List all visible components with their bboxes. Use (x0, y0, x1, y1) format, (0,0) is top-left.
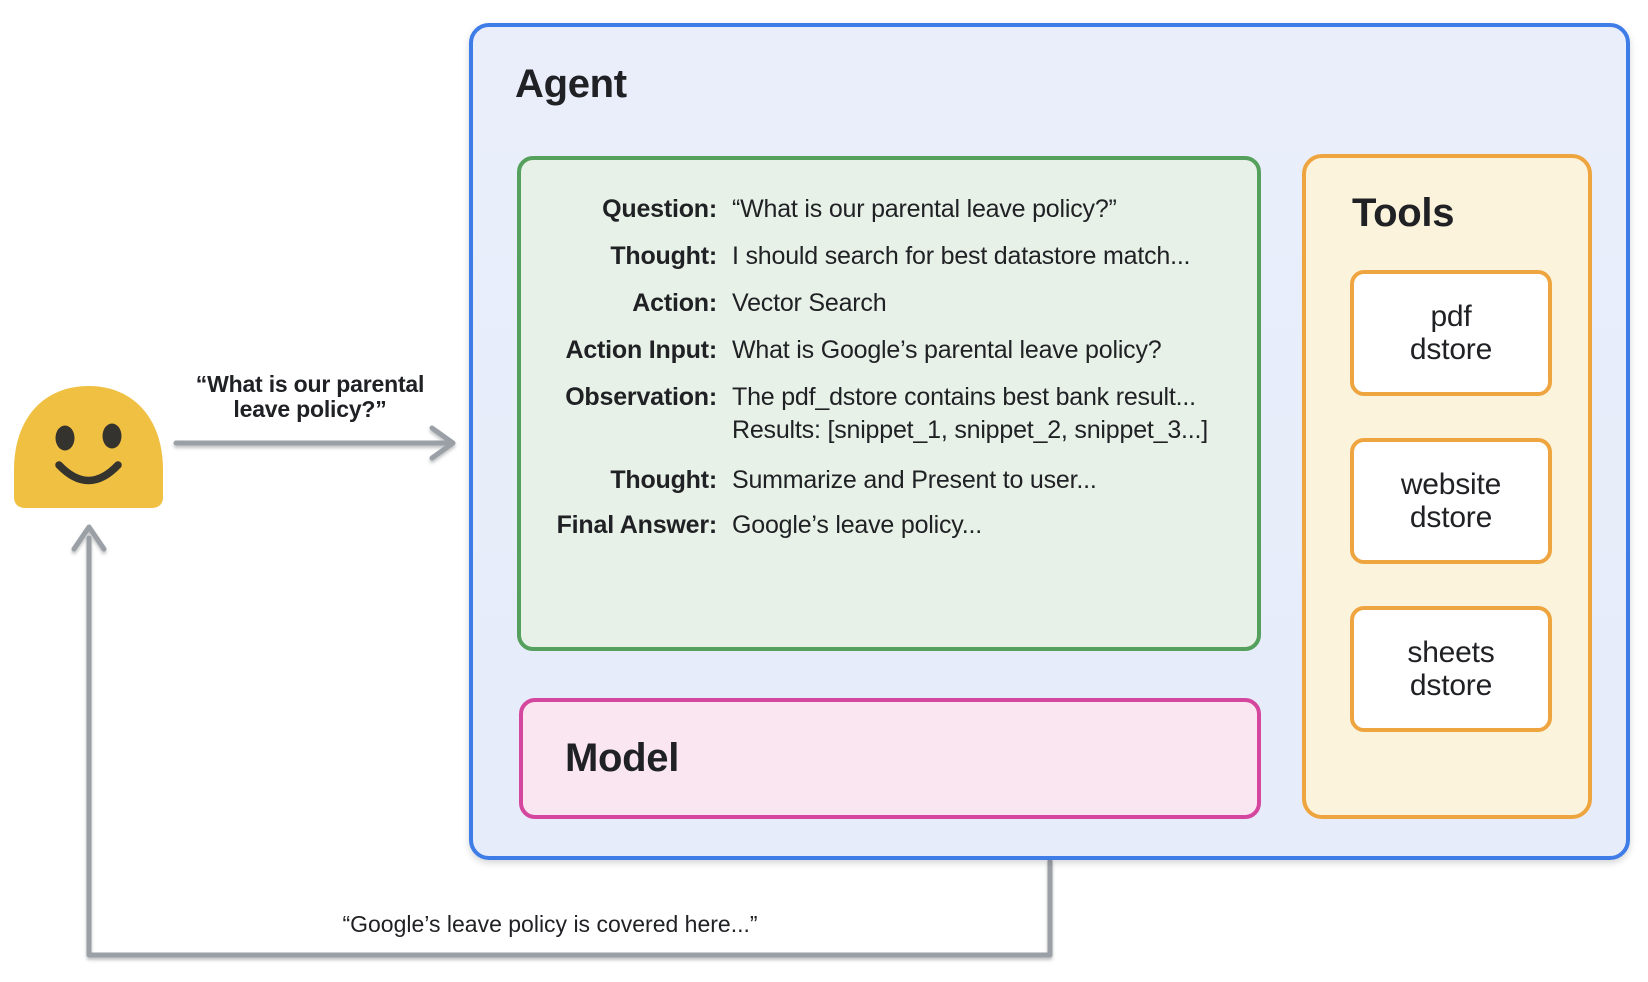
scratchpad-row: Question: “What is our parental leave po… (521, 193, 1257, 226)
scratchpad-row-value: “What is our parental leave policy?” (732, 195, 1117, 223)
agent-title: Agent (515, 62, 627, 106)
scratchpad-row-label: Thought: (610, 466, 717, 494)
scratchpad-row: Action Input: What is Google’s parental … (521, 334, 1257, 367)
user-request-label: “What is our parental leave policy?” (155, 372, 465, 422)
smiley-body (14, 386, 163, 508)
scratchpad-row-label: Action: (632, 289, 717, 317)
response-arrow-path (86, 535, 1053, 958)
scratchpad-row-value: What is Google’s parental leave policy? (732, 336, 1162, 364)
scratchpad-panel: Question: “What is our parental leave po… (517, 156, 1261, 651)
scratchpad-row: Thought: I should search for best datast… (521, 240, 1257, 273)
agent-container: Agent Question: “What is our parental le… (469, 23, 1630, 860)
scratchpad-row-label: Action Input: (565, 336, 717, 364)
scratchpad-observation-line1: The pdf_dstore contains best bank result… (732, 383, 1196, 411)
agent-response-label: “Google’s leave policy is covered here..… (342, 911, 758, 937)
user-smiley-icon (14, 386, 163, 508)
scratchpad-row-value: Vector Search (732, 289, 887, 317)
tool-card-sheets-dstore: sheets dstore (1350, 606, 1552, 732)
tools-title: Tools (1352, 191, 1455, 235)
tool-card-label-line2: dstore (1409, 501, 1493, 534)
tool-card-label-line1: website (1400, 468, 1502, 501)
scratchpad-observation-line2: Results: [snippet_1, snippet_2, snippet_… (732, 416, 1209, 444)
scratchpad-row-label: Observation: (565, 383, 717, 411)
tool-card-label-line2: dstore (1409, 333, 1493, 366)
scratchpad-row-label: Question: (602, 195, 717, 223)
scratchpad-row-label: Final Answer: (556, 511, 718, 539)
model-title: Model (565, 736, 680, 780)
tool-card-label-line2: dstore (1409, 669, 1493, 702)
smiley-eye-right (102, 423, 122, 449)
scratchpad-row-value: Google’s leave policy... (732, 511, 982, 539)
tool-card-website-dstore: website dstore (1350, 438, 1552, 564)
scratchpad-row-label: Thought: (610, 242, 717, 270)
scratchpad-row-value: Summarize and Present to user... (732, 466, 1097, 494)
tool-card-label-line1: pdf (1430, 300, 1472, 333)
tools-panel: Tools pdf dstore website dstore sheets d… (1302, 154, 1592, 819)
tool-card-pdf-dstore: pdf dstore (1350, 270, 1552, 396)
request-arrow-head (429, 425, 456, 461)
tool-card-label-line1: sheets (1407, 636, 1495, 669)
user-request-line1: “What is our parental (195, 371, 425, 397)
smiley-mouth (55, 461, 122, 485)
scratchpad-row: Action: Vector Search (521, 287, 1257, 320)
scratchpad-row: Final Answer: Google’s leave policy... (521, 509, 1257, 542)
scratchpad-row-value: The pdf_dstore contains best bank result… (732, 381, 1208, 447)
scratchpad-row-value: I should search for best datastore match… (732, 242, 1191, 270)
smiley-eye-left (55, 425, 75, 451)
scratchpad-row: Thought: Summarize and Present to user..… (521, 464, 1257, 497)
response-arrow-head (71, 524, 107, 552)
scratchpad-row-observation: Observation: The pdf_dstore contains bes… (521, 381, 1257, 447)
model-panel: Model (519, 698, 1261, 819)
user-request-line2: leave policy?” (233, 396, 387, 422)
